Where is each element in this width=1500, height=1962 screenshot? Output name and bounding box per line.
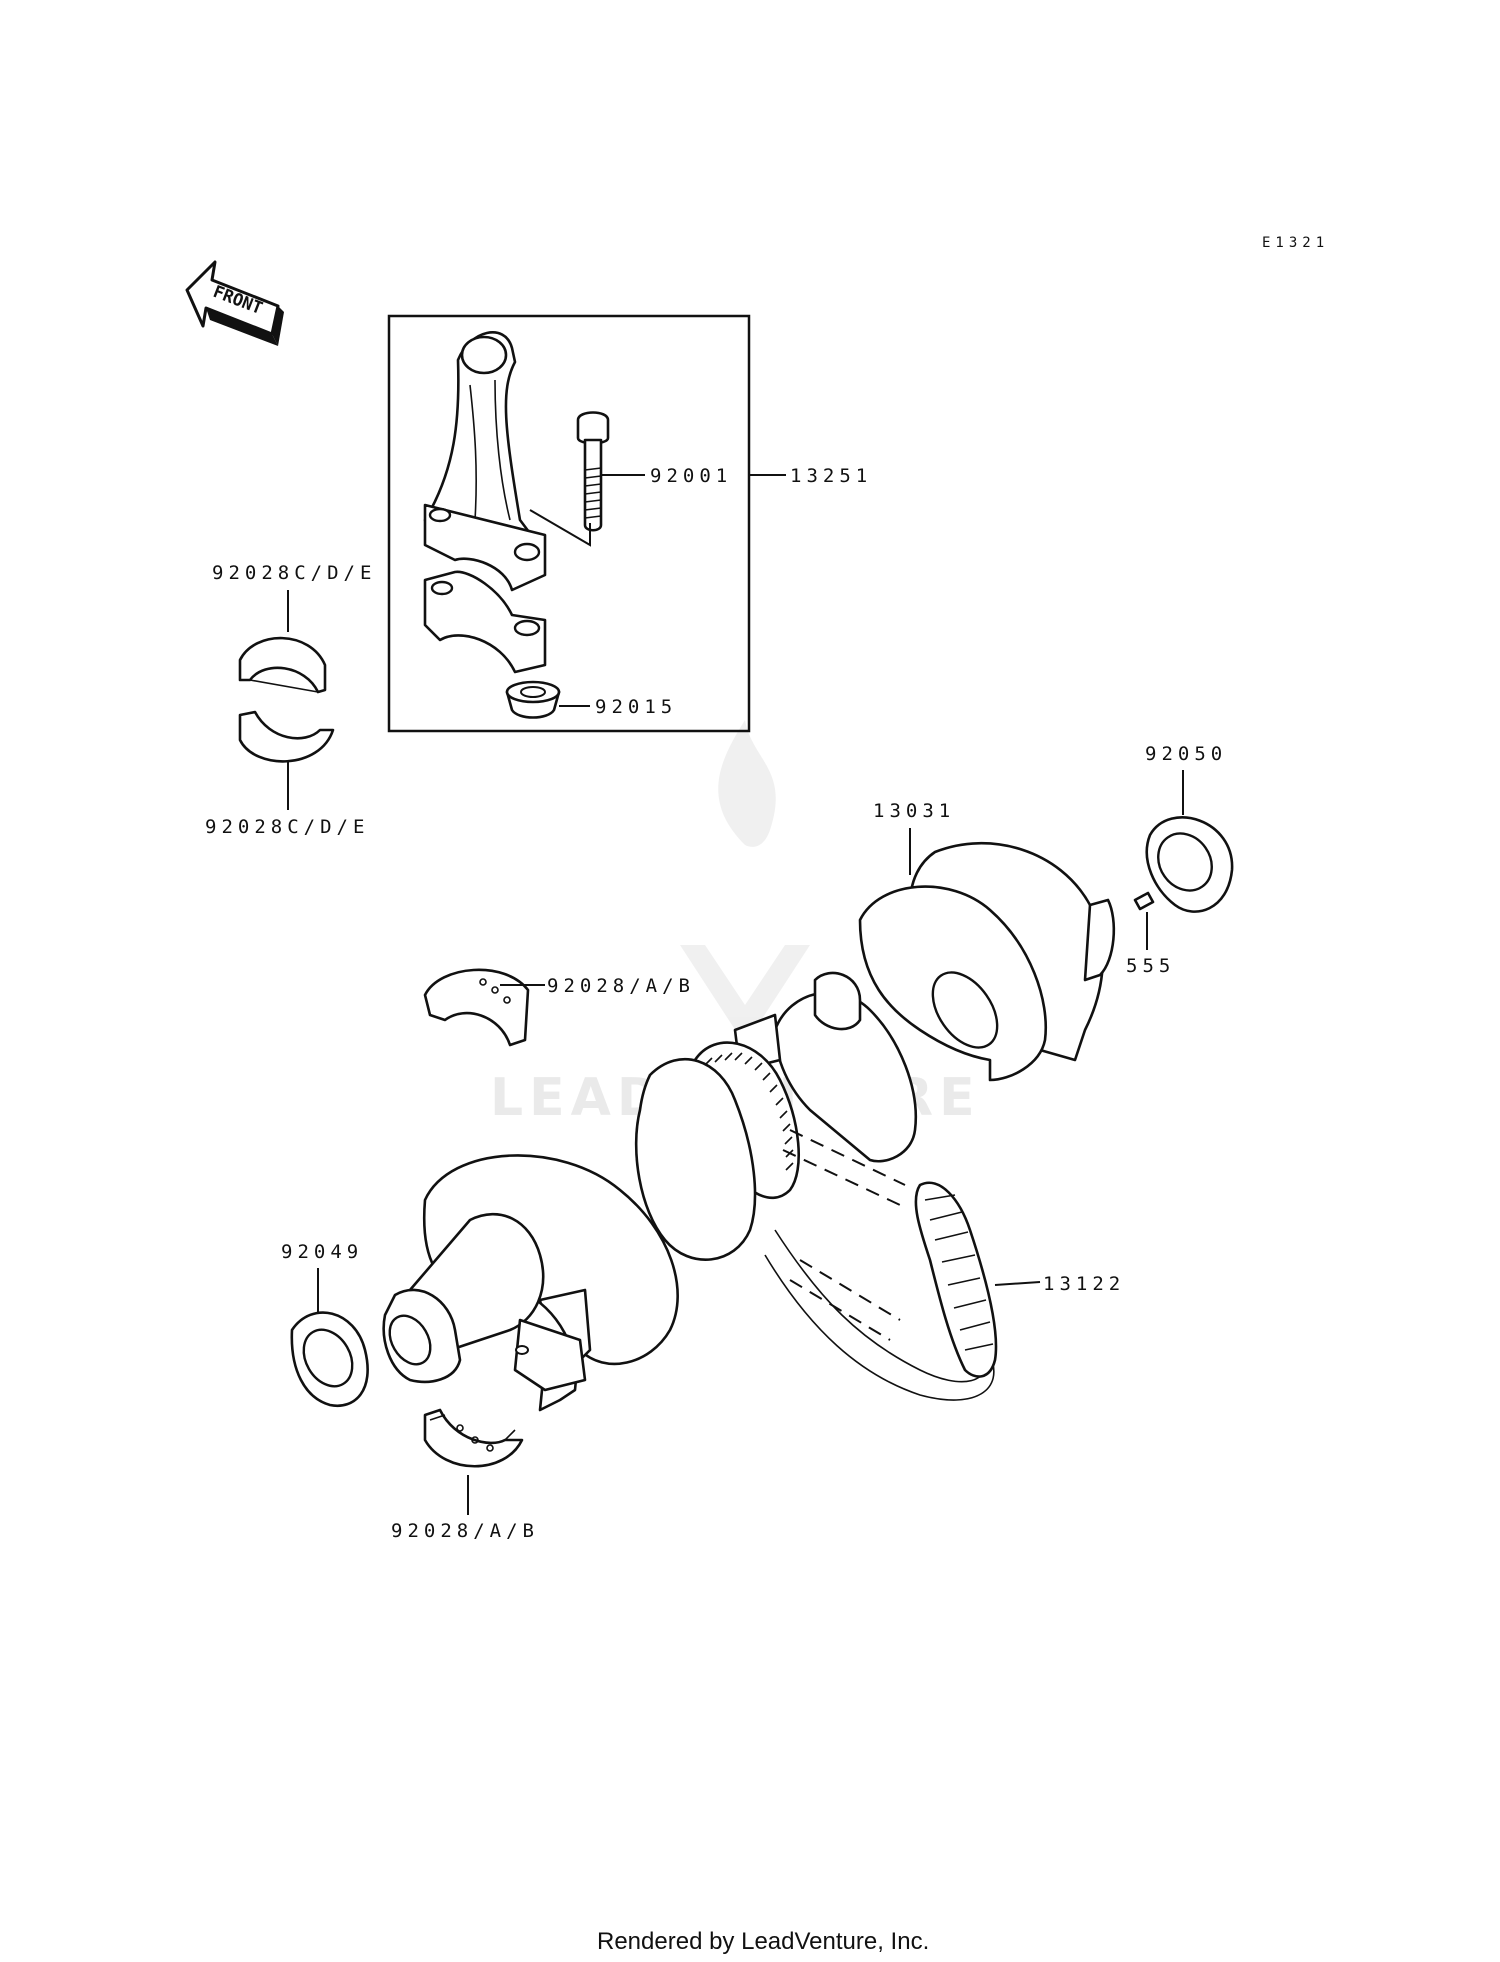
bearing-shell-icon (238, 710, 335, 763)
callout-92049: 92049 (281, 1241, 363, 1263)
conrod-assembly-box (387, 314, 751, 733)
callout-13251: 13251 (790, 465, 872, 487)
bearing-shell-icon (423, 968, 530, 1047)
diagram-ref-code: E1321 (1262, 235, 1329, 251)
callout-92028ab-lower: 92028/A/B (391, 1520, 539, 1542)
key-icon (1133, 891, 1155, 911)
callout-92001: 92001 (650, 465, 732, 487)
oil-seal-icon (1145, 816, 1234, 913)
cam-chain-icon (764, 1129, 998, 1401)
callout-13031: 13031 (873, 800, 955, 822)
bolt-icon (576, 411, 610, 532)
bearing-shell-icon (423, 1408, 524, 1468)
bearing-shell-icon (238, 636, 327, 694)
crankshaft-icon (382, 841, 1116, 1412)
callout-92028ab-upper: 92028/A/B (547, 975, 695, 997)
callout-13122: 13122 (1043, 1273, 1125, 1295)
callout-92028cde-upper: 92028C/D/E (212, 562, 376, 584)
front-arrow-icon: FRONT (185, 260, 284, 346)
callout-92050: 92050 (1145, 743, 1227, 765)
callout-92015: 92015 (595, 696, 677, 718)
callout-92028cde-lower: 92028C/D/E (205, 816, 369, 838)
footer-credit: Rendered by LeadVenture, Inc. (597, 1928, 929, 1955)
oil-seal-icon (290, 1311, 369, 1408)
leader-13122 (994, 1281, 1041, 1286)
connecting-rod-icon (423, 331, 547, 674)
callout-555: 555 (1126, 955, 1175, 977)
nut-icon (505, 680, 561, 719)
bolt-leader (529, 509, 591, 547)
